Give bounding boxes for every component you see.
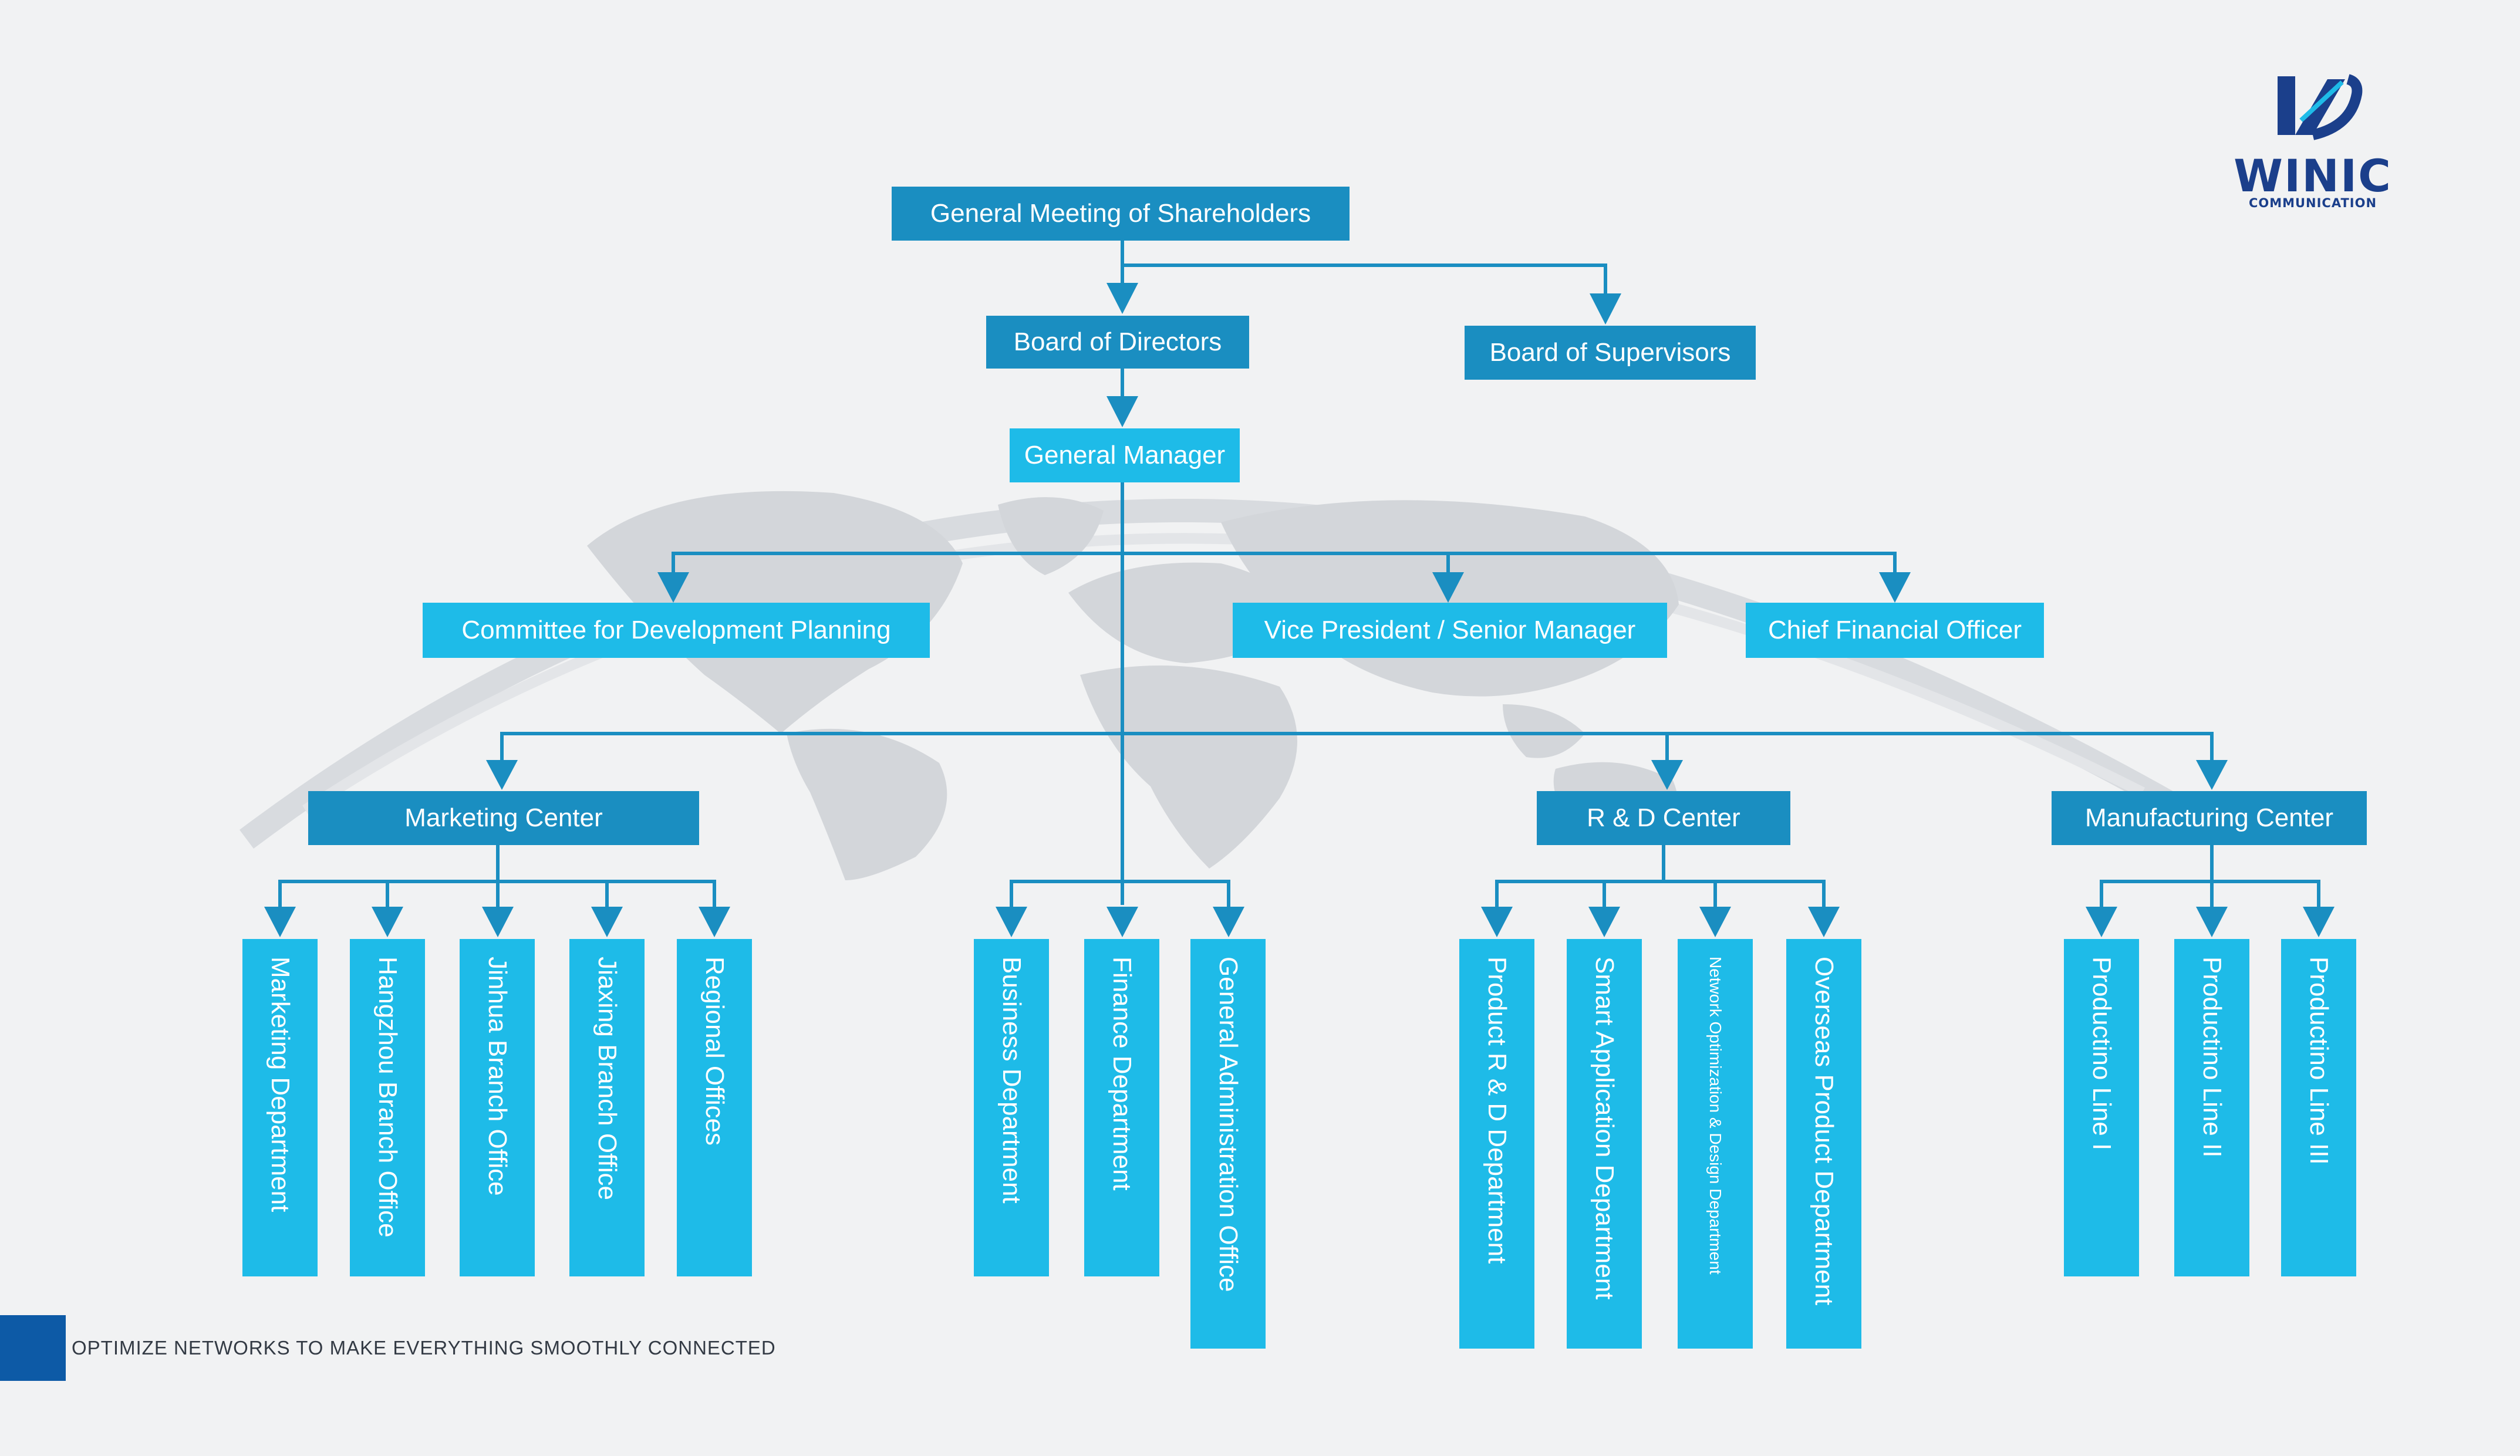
arrow-rd	[1651, 760, 1683, 790]
arrow-leaf	[1106, 907, 1138, 937]
leaf-label: Jinhua Branch Office	[483, 957, 512, 1196]
node-cfo[interactable]: Chief Financial Officer	[1746, 603, 2044, 658]
leaf-finance-department[interactable]: Finance Department	[1084, 939, 1159, 1276]
arrow-supervisors	[1590, 293, 1621, 325]
leaf-label: Productino Line II	[2198, 957, 2226, 1158]
arrow-leaf	[2196, 907, 2228, 937]
leaf-arrows	[264, 907, 2335, 937]
node-marketing-center[interactable]: Marketing Center	[308, 791, 699, 845]
arrow-leaf	[1481, 907, 1513, 937]
arrow-gm	[1106, 396, 1138, 427]
node-board-directors[interactable]: Board of Directors	[986, 316, 1249, 369]
leaf-label: Overseas Product Department	[1810, 957, 1838, 1306]
arrow-marketing	[486, 760, 518, 790]
leaf-jiaxing-branch[interactable]: Jiaxing Branch Office	[569, 939, 645, 1276]
southeast-asia	[1503, 704, 1585, 758]
arrow-manufacturing	[2196, 760, 2228, 790]
node-shareholders[interactable]: General Meeting of Shareholders	[892, 187, 1350, 241]
arrow-leaf	[1808, 907, 1840, 937]
leaf-regional-offices[interactable]: Regional Offices	[677, 939, 752, 1276]
footer-accent-square	[0, 1315, 66, 1381]
node-label: Chief Financial Officer	[1767, 616, 2022, 644]
leaf-production-line-3[interactable]: Productino Line III	[2281, 939, 2356, 1276]
arrow-cfo	[1879, 572, 1911, 603]
edge-gm-level3	[672, 552, 1897, 581]
node-general-manager[interactable]: General Manager	[1010, 428, 1240, 482]
node-label: General Manager	[1024, 441, 1226, 469]
node-vice-president[interactable]: Vice President / Senior Manager	[1233, 603, 1667, 658]
arrow-committee	[657, 572, 689, 603]
node-label: General Meeting of Shareholders	[930, 199, 1311, 228]
leaf-label: Finance Department	[1108, 957, 1136, 1191]
leaf-overseas-product[interactable]: Overseas Product Department	[1786, 939, 1861, 1349]
leaf-hangzhou-branch[interactable]: Hangzhou Branch Office	[350, 939, 425, 1276]
edge-gm-children	[1010, 880, 1230, 907]
arrow-leaf	[372, 907, 403, 937]
leaf-label: Productino Line III	[2305, 957, 2333, 1165]
leaf-label: Hangzhou Branch Office	[373, 957, 402, 1238]
greenland	[998, 497, 1104, 575]
winic-logo-icon	[2278, 74, 2363, 140]
arrow-leaf	[1699, 907, 1731, 937]
leaf-production-line-1[interactable]: Productino Line I	[2064, 939, 2139, 1276]
node-label: R & D Center	[1587, 803, 1740, 832]
leaf-business-department[interactable]: Business Department	[974, 939, 1049, 1276]
south-america	[787, 728, 947, 880]
leaf-label: General Administration Office	[1214, 957, 1243, 1292]
leaf-label: Network Optimization & Design Department	[1706, 957, 1725, 1275]
arrow-leaf	[1588, 907, 1620, 937]
node-label: Vice President / Senior Manager	[1264, 616, 1636, 644]
brand-name: WINIC	[2234, 150, 2392, 202]
node-label: Committee for Development Planning	[461, 616, 891, 644]
leaf-label: Smart Application Department	[1590, 957, 1619, 1300]
edge-gm-level4	[500, 732, 2214, 760]
leaf-network-optimization[interactable]: Network Optimization & Design Department	[1678, 939, 1753, 1349]
leaf-general-administration[interactable]: General Administration Office	[1190, 939, 1266, 1349]
leaf-label: Regional Offices	[700, 957, 729, 1146]
node-board-supervisors[interactable]: Board of Supervisors	[1465, 326, 1756, 380]
leaf-label: Marketing Department	[266, 957, 295, 1212]
node-label: Board of Supervisors	[1489, 338, 1731, 367]
edge-shareholders-supervisors	[1122, 264, 1607, 293]
leaf-production-line-2[interactable]: Productino Line II	[2174, 939, 2249, 1276]
node-label: Manufacturing Center	[2084, 803, 2334, 832]
footer-slogan: OPTIMIZE NETWORKS TO MAKE EVERYTHING SMO…	[72, 1337, 776, 1359]
arrow-leaf	[2086, 907, 2117, 937]
leaf-product-rd[interactable]: Product R & D Department	[1459, 939, 1534, 1349]
node-label: Marketing Center	[404, 803, 603, 832]
leaf-smart-application[interactable]: Smart Application Department	[1567, 939, 1642, 1349]
globe-arc	[239, 499, 2219, 849]
node-rd-center[interactable]: R & D Center	[1537, 791, 1790, 845]
node-manufacturing-center[interactable]: Manufacturing Center	[2052, 791, 2367, 845]
arrow-leaf	[482, 907, 514, 937]
leaf-marketing-department[interactable]: Marketing Department	[242, 939, 318, 1276]
leaf-jinhua-branch[interactable]: Jinhua Branch Office	[460, 939, 535, 1276]
arrow-vp	[1432, 572, 1464, 603]
arrow-leaf	[591, 907, 623, 937]
node-committee[interactable]: Committee for Development Planning	[423, 603, 930, 658]
arrow-leaf	[264, 907, 296, 937]
leaf-label: Business Department	[997, 957, 1026, 1204]
leaf-label: Jiaxing Branch Office	[593, 957, 622, 1200]
edge-rd-children	[1495, 880, 1826, 907]
leaf-label: Productino Line I	[2087, 957, 2116, 1151]
node-label: Board of Directors	[1013, 327, 1222, 356]
arrow-leaf	[2303, 907, 2335, 937]
arrow-leaf	[996, 907, 1027, 937]
arrow-leaf	[699, 907, 730, 937]
leaf-label: Product R & D Department	[1483, 957, 1512, 1264]
brand-subtitle: COMMUNICATION	[2248, 196, 2377, 210]
arrow-directors	[1106, 283, 1138, 314]
arrow-leaf	[1213, 907, 1244, 937]
africa	[1080, 665, 1297, 869]
